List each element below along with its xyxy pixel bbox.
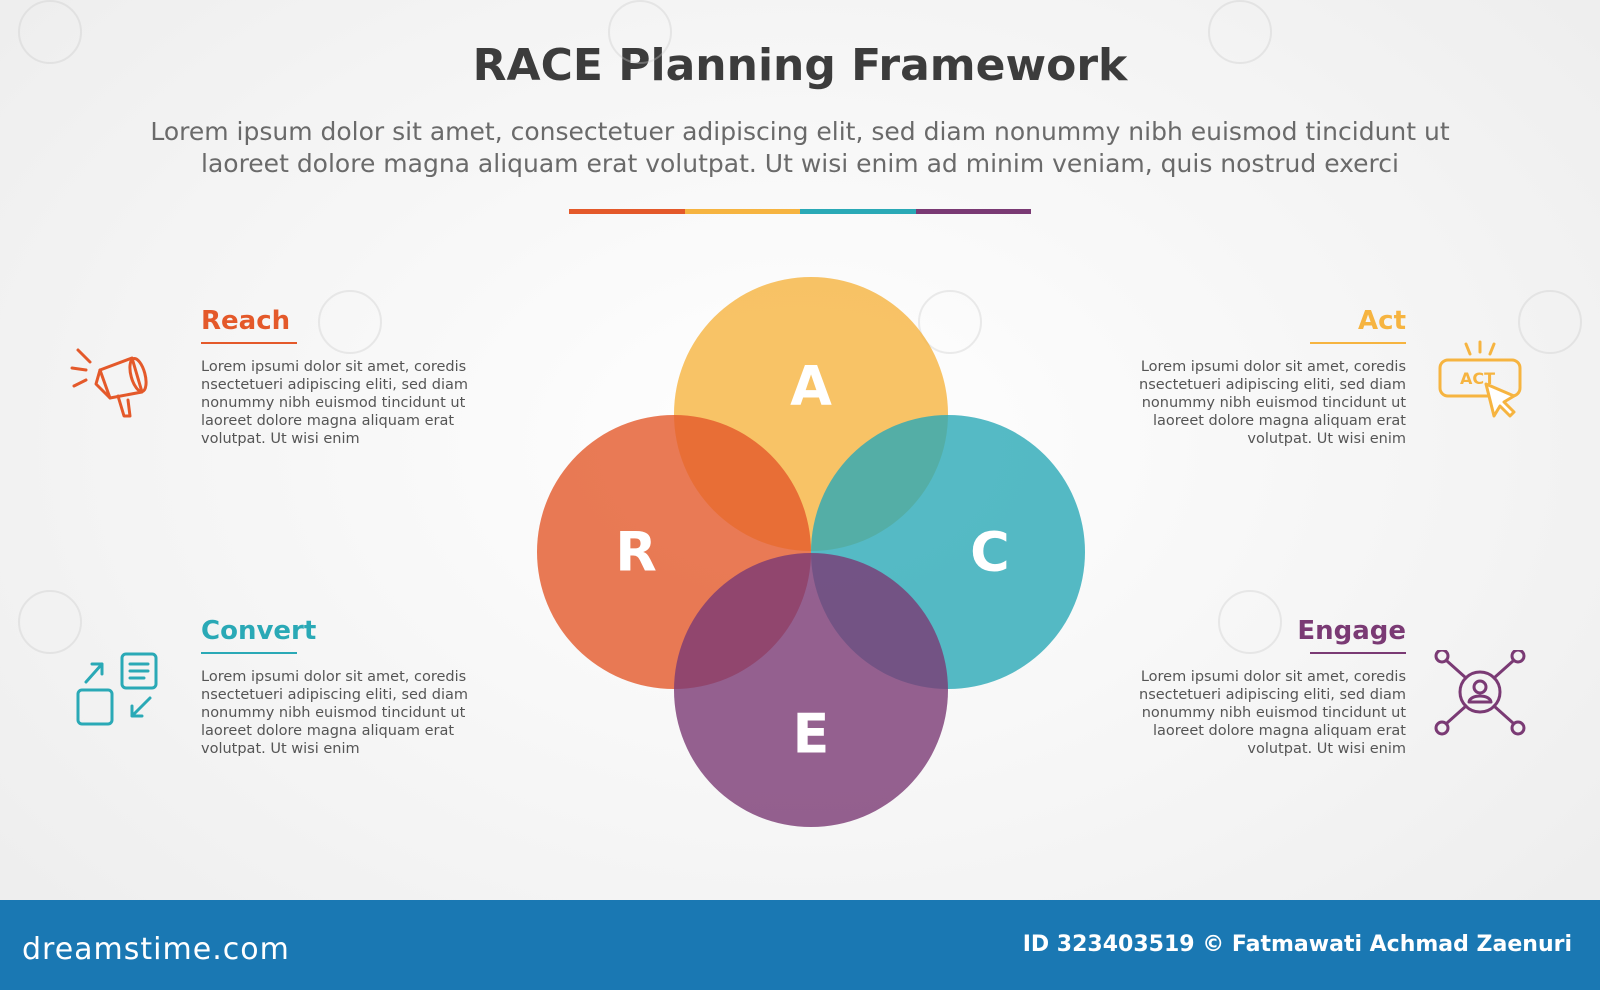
watermark-swirl <box>18 590 82 654</box>
reach-heading: Reach <box>201 306 291 336</box>
divider-segment-convert <box>800 209 916 214</box>
circle-letter-e: E <box>793 703 830 766</box>
reach-line: laoreet dolore magna aliquam erat <box>201 413 455 429</box>
subtitle-line-2: laoreet dolore magna aliquam erat volutp… <box>201 149 1399 178</box>
subtitle-line-1: Lorem ipsum dolor sit amet, consectetuer… <box>150 117 1450 146</box>
reach-block: Reach Lorem ipsumi dolor sit amet, cored… <box>201 306 471 448</box>
circle-letter-r: R <box>615 521 657 584</box>
act-click-icon: ACT <box>1438 340 1522 418</box>
divider-segment-engage <box>915 209 1031 214</box>
act-underline <box>1310 342 1406 344</box>
circle-e <box>674 553 948 827</box>
watermark-swirl <box>1218 590 1282 654</box>
act-block: Act Lorem ipsumi dolor sit amet, coredis… <box>1136 306 1406 448</box>
footer-credit: ID 323403519 © Fatmawati Achmad Zaenuri <box>1022 932 1572 957</box>
watermark-swirl <box>18 0 82 64</box>
engage-underline <box>1310 652 1406 654</box>
engage-line: nsectetueri adipiscing eliti, sed diam <box>1139 687 1406 703</box>
divider-segment-reach <box>569 209 685 214</box>
convert-block: Convert Lorem ipsumi dolor sit amet, cor… <box>201 616 471 758</box>
act-heading: Act <box>1358 306 1406 336</box>
reach-line: volutpat. Ut wisi enim <box>201 431 360 447</box>
watermark-swirl <box>1208 0 1272 64</box>
engage-line: nonummy nibh euismod tincidunt ut <box>1141 705 1406 721</box>
footer-bar: dreamstime.com ID 323403519 © Fatmawati … <box>0 900 1600 990</box>
engage-line: volutpat. Ut wisi enim <box>1247 741 1406 757</box>
convert-line: nonummy nibh euismod tincidunt ut <box>201 705 466 721</box>
engage-block: Engage Lorem ipsumi dolor sit amet, core… <box>1136 616 1406 758</box>
convert-description: Lorem ipsumi dolor sit amet, coredis nse… <box>201 668 471 758</box>
network-user-icon <box>1434 650 1526 736</box>
footer-logo: dreamstime.com <box>22 932 290 967</box>
circle-letter-c: C <box>970 521 1010 584</box>
divider-segment-act <box>684 209 800 214</box>
convert-line: volutpat. Ut wisi enim <box>201 741 360 757</box>
act-line: nsectetueri adipiscing eliti, sed diam <box>1139 377 1406 393</box>
act-line: Lorem ipsumi dolor sit amet, coredis <box>1140 359 1406 375</box>
circle-letter-a: A <box>790 355 832 418</box>
reach-description: Lorem ipsumi dolor sit amet, coredis nse… <box>201 358 471 448</box>
convert-line: Lorem ipsumi dolor sit amet, coredis <box>201 669 467 685</box>
watermark-swirl <box>318 290 382 354</box>
engage-description: Lorem ipsumi dolor sit amet, coredis nse… <box>1136 668 1406 758</box>
convert-underline <box>201 652 297 654</box>
engage-line: laoreet dolore magna aliquam erat <box>1152 723 1406 739</box>
watermark-swirl <box>918 290 982 354</box>
reach-line: Lorem ipsumi dolor sit amet, coredis <box>201 359 467 375</box>
reach-line: nsectetueri adipiscing eliti, sed diam <box>201 377 468 393</box>
act-description: Lorem ipsumi dolor sit amet, coredis nse… <box>1136 358 1406 448</box>
page-title: RACE Planning Framework <box>472 40 1128 91</box>
page-subtitle: Lorem ipsum dolor sit amet, consectetuer… <box>100 116 1500 180</box>
act-icon-text: ACT <box>1460 369 1495 388</box>
reach-underline <box>201 342 297 344</box>
megaphone-icon <box>70 348 148 418</box>
convert-line: laoreet dolore magna aliquam erat <box>201 723 455 739</box>
engage-heading: Engage <box>1297 616 1406 646</box>
act-line: nonummy nibh euismod tincidunt ut <box>1141 395 1406 411</box>
act-line: volutpat. Ut wisi enim <box>1247 431 1406 447</box>
watermark-swirl <box>608 0 672 64</box>
engage-line: Lorem ipsumi dolor sit amet, coredis <box>1140 669 1406 685</box>
act-line: laoreet dolore magna aliquam erat <box>1152 413 1406 429</box>
reach-line: nonummy nibh euismod tincidunt ut <box>201 395 466 411</box>
convert-line: nsectetueri adipiscing eliti, sed diam <box>201 687 468 703</box>
color-divider <box>569 209 1031 214</box>
watermark-swirl <box>1518 290 1582 354</box>
convert-arrows-icon <box>76 652 158 726</box>
convert-heading: Convert <box>201 616 317 646</box>
